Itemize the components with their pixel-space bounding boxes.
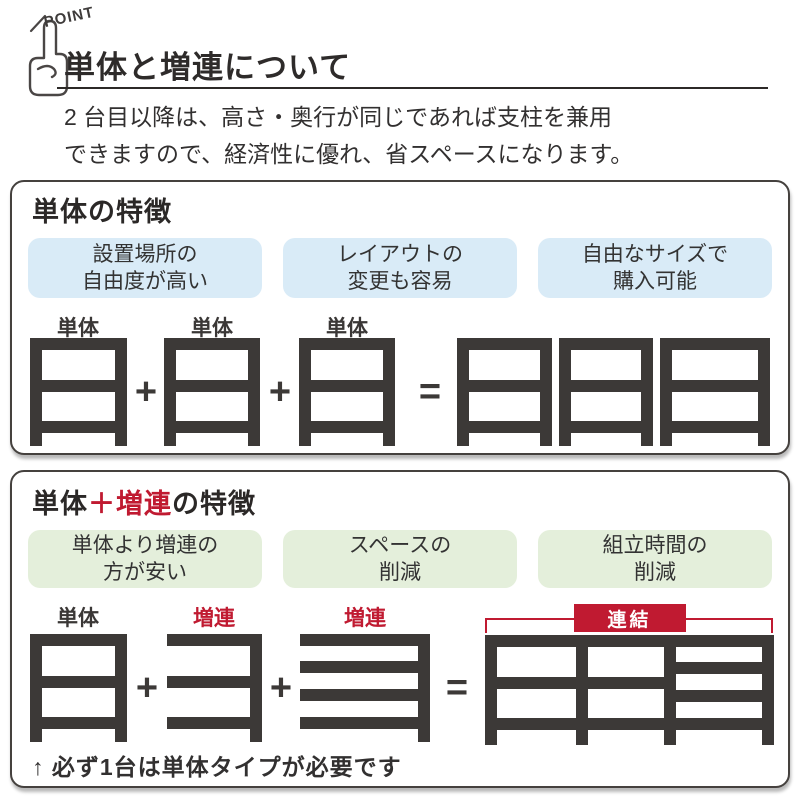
section-standalone: 単体の特徴 設置場所の 自由度が高い レイアウトの 変更も容易 自由なサイズで … [10,180,790,455]
feature-text: 購入可能 [613,270,697,293]
unit-label: 単体 [57,317,99,340]
feature-pill: 自由なサイズで 購入可能 [538,238,772,298]
feature-text: レイアウトの [337,243,463,266]
standalone-required-note: ↑ 必ず1台は単体タイプが必要です [32,754,402,780]
section-addon: 単体＋増連の特徴 単体より増連の 方が安い スペースの 削減 組立時間の 削減 … [10,470,790,788]
title-part-red: ＋増連 [88,489,172,519]
equals-sign: = [445,667,469,709]
shelf-unit-icon [660,338,770,446]
feature-pill: 組立時間の 削減 [538,530,772,588]
feature-text: 削減 [379,561,421,584]
feature-text: 変更も容易 [347,270,453,293]
shelf-unit-icon [30,634,127,742]
page-title: 単体と増連について [64,50,352,85]
connection-badge: 連結 [573,604,686,632]
title-part: の特徴 [172,489,256,519]
plus-sign: + [269,667,293,709]
feature-text: 自由なサイズで [581,243,729,266]
shelf-unit-icon [559,338,653,446]
standalone-diagram: 単体 単体 単体 + + = [30,312,778,462]
feature-text: 設置場所の [92,243,198,266]
shelf-unit-icon [299,338,395,446]
plus-sign: + [135,667,159,709]
lead-line-2: できますので、経済性に優れ、省スペースになります。 [64,141,634,167]
feature-text: 単体より増連の [71,534,219,557]
title-part: 単体 [32,489,88,519]
addon-shelf-icon [300,634,430,742]
unit-label: 単体 [326,317,368,340]
section-addon-title: 単体＋増連の特徴 [32,482,256,521]
feature-pill: 設置場所の 自由度が高い [28,238,262,298]
equals-sign: = [418,371,442,413]
section-standalone-title: 単体の特徴 [32,197,172,227]
feature-text: 自由度が高い [82,270,208,293]
pointing-hand-icon [28,14,69,97]
plus-sign: + [134,371,158,413]
feature-pill: レイアウトの 変更も容易 [283,238,517,298]
feature-pill: 単体より増連の 方が安い [28,530,262,588]
shelf-unit-icon [457,338,552,446]
unit-label-addon: 増連 [344,607,386,630]
lead-line-1: 2 台目以降は、高さ・奥行が同じであれば支柱を兼用 [64,104,612,130]
lead-paragraph: 2 台目以降は、高さ・奥行が同じであれば支柱を兼用 できますので、経済性に優れ、… [64,99,633,173]
feature-text: スペースの [348,534,452,557]
feature-text: 組立時間の [602,534,708,557]
addon-shelf-icon [167,634,262,742]
combined-shelf-icon: 連結 [485,604,774,745]
unit-label-addon: 増連 [193,607,235,630]
feature-pill: スペースの 削減 [283,530,517,588]
addon-diagram: 単体 増連 増連 + + = 連結 [30,602,778,752]
feature-text: 方が安い [103,561,187,584]
shelf-unit-icon [164,338,260,446]
feature-text: 削減 [634,561,676,584]
shelf-unit-icon [30,338,127,446]
unit-label: 単体 [57,607,99,630]
slash-accent-icon [29,14,47,33]
standalone-feature-pills: 設置場所の 自由度が高い レイアウトの 変更も容易 自由なサイズで 購入可能 [28,238,772,298]
title-underline [57,87,768,89]
plus-sign: + [268,371,292,413]
unit-label: 単体 [191,317,233,340]
addon-feature-pills: 単体より増連の 方が安い スペースの 削減 組立時間の 削減 [28,530,772,588]
